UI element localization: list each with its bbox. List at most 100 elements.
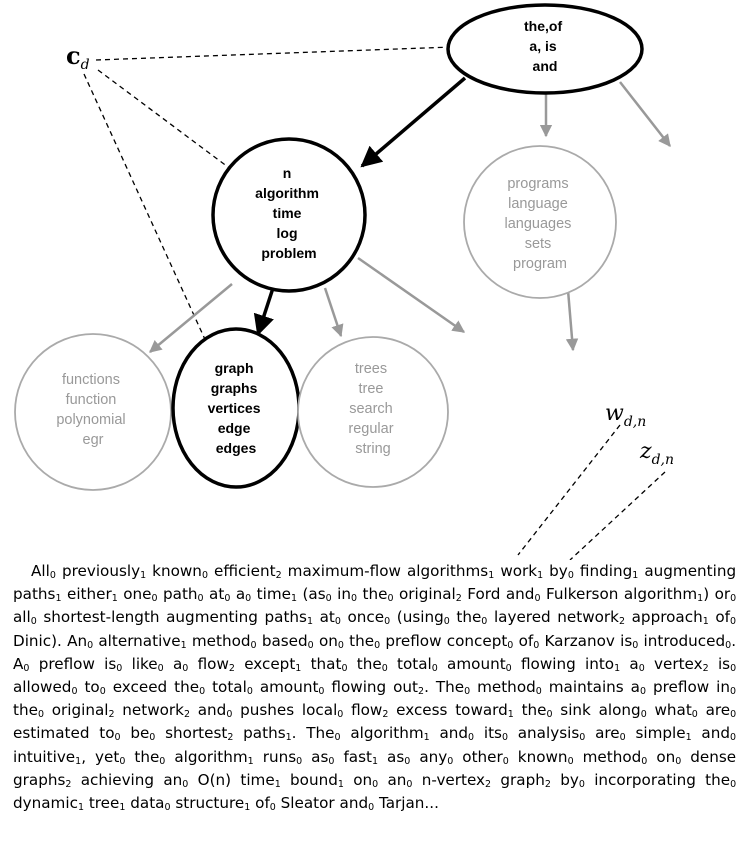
passage-word: fast [343, 747, 372, 766]
passage-word: is [104, 654, 117, 673]
topic-subscript: 1 [337, 778, 344, 790]
topic-subscript: 0 [641, 755, 648, 767]
passage-word: any [419, 747, 448, 766]
passage-word: exceed [112, 678, 168, 697]
node-middle-word: n [283, 165, 292, 181]
topic-subscript: 0 [729, 686, 737, 698]
passage-word: on [318, 631, 338, 650]
topic-subscript: 0 [71, 686, 78, 698]
passage-word: amount [259, 678, 319, 697]
dashed-line-c-middle [97, 69, 233, 171]
topic-subscript: 0 [725, 639, 732, 651]
topic-subscript: 0 [250, 639, 257, 651]
passage-word: flowing [331, 678, 387, 697]
topic-subscript: 0 [468, 732, 475, 744]
passage-word: time [240, 770, 275, 789]
passage-word: are [595, 724, 620, 743]
passage-word: n-vertex [421, 770, 486, 789]
topic-subscript: 0 [226, 709, 233, 721]
passage-word: sink [560, 701, 591, 720]
topic-subscript: 2 [108, 709, 115, 721]
passage-word: of [255, 794, 270, 813]
passage-word: on [353, 770, 373, 789]
passage-word: , yet [81, 747, 120, 766]
topic-subscript: 0 [464, 686, 471, 698]
passage-word: Tarjan... [378, 794, 439, 813]
topic-subscript: 0 [149, 732, 156, 744]
topic-subscript: 1 [371, 755, 379, 767]
topic-subscript: 0 [307, 639, 314, 651]
topic-subscript: 0 [546, 709, 553, 721]
passage-word: preflow [652, 678, 710, 697]
passage-word: out [393, 678, 419, 697]
passage-word: Ford [467, 585, 501, 604]
topic-subscript: 0 [501, 732, 508, 744]
edge-middle-extra [357, 256, 466, 334]
passage-word: what [654, 701, 692, 720]
topic-subscript: 1 [244, 802, 251, 814]
topic-subscript: 1 [75, 755, 82, 767]
passage-word: algorithms [407, 562, 489, 580]
passage-word: of [518, 631, 534, 650]
node-left-word: functions [62, 372, 120, 388]
topic-subscript: 0 [675, 755, 682, 767]
passage-word: a [172, 654, 183, 673]
topic-subscript: 0 [431, 662, 438, 674]
passage-word: (using [396, 608, 444, 627]
passage-word: is [620, 631, 633, 650]
topic-subscript: 1 [423, 732, 430, 744]
topic-subscript: 0 [182, 778, 189, 790]
passage-word: Karzanov [544, 631, 615, 650]
topic-subscript: 1 [111, 593, 118, 605]
passage-word: introduced [643, 631, 726, 650]
topic-subscript: 1 [295, 662, 302, 674]
topic-subscript: 0 [197, 593, 204, 605]
passage-word: Dinic). [13, 631, 62, 650]
passage-word: shortest-length [43, 608, 160, 627]
topic-subscript: 0 [49, 570, 56, 581]
passage-word: paths [13, 585, 56, 604]
passage-word: Sleator [280, 794, 335, 813]
edge-middle-trees [323, 287, 344, 338]
node-trees-word: tree [358, 381, 383, 397]
topic-subscript: 2 [382, 709, 389, 721]
passage-word: by [560, 770, 579, 789]
passage-word: a [630, 678, 640, 697]
topic-subscript: 0 [337, 639, 344, 651]
topic-subscript: 1 [632, 570, 639, 581]
topic-subscript: 0 [381, 662, 388, 674]
topic-subscript: 0 [447, 755, 454, 767]
passage-word: maintains [548, 678, 624, 697]
passage-word: based [261, 631, 308, 650]
topic-subscript: 0 [87, 639, 94, 651]
topic-subscript: 0 [182, 662, 189, 674]
topic-subscript: 0 [404, 755, 411, 767]
topic-subscript: 0 [246, 686, 253, 698]
topic-subscript: 0 [387, 593, 394, 605]
passage-word: flow [197, 654, 229, 673]
passage-word: layered [493, 608, 551, 627]
topic-subscript: 0 [119, 755, 126, 767]
passage-word: original [399, 585, 456, 604]
topic-subscript: 0 [579, 732, 586, 744]
annotated-abstract-text: All0 previously1 known0 efficient2 maxim… [13, 560, 736, 815]
passage-word: flow [351, 701, 383, 720]
passage-word: toward [455, 701, 508, 720]
topic-subscript: 0 [535, 686, 542, 698]
svg-text:programs language: programs language languages sets program [505, 176, 576, 272]
dashed-line-z [569, 471, 666, 560]
passage-word: the [705, 770, 731, 789]
node-trees-word: search [349, 401, 393, 417]
passage-word: network [557, 608, 619, 627]
passage-word: algorithm [350, 724, 424, 743]
passage-word: and [701, 724, 730, 743]
passage-word: total [212, 678, 247, 697]
dashed-line-c-root [95, 46, 453, 61]
passage-word: that [310, 654, 342, 673]
edge-middle-left [149, 283, 233, 353]
passage-word: estimated [13, 724, 90, 743]
passage-word: previously [61, 562, 141, 580]
edge-root-gray-2 [619, 81, 671, 147]
topic-subscript: 2 [485, 778, 492, 790]
topic-subscript: 0 [691, 709, 698, 721]
